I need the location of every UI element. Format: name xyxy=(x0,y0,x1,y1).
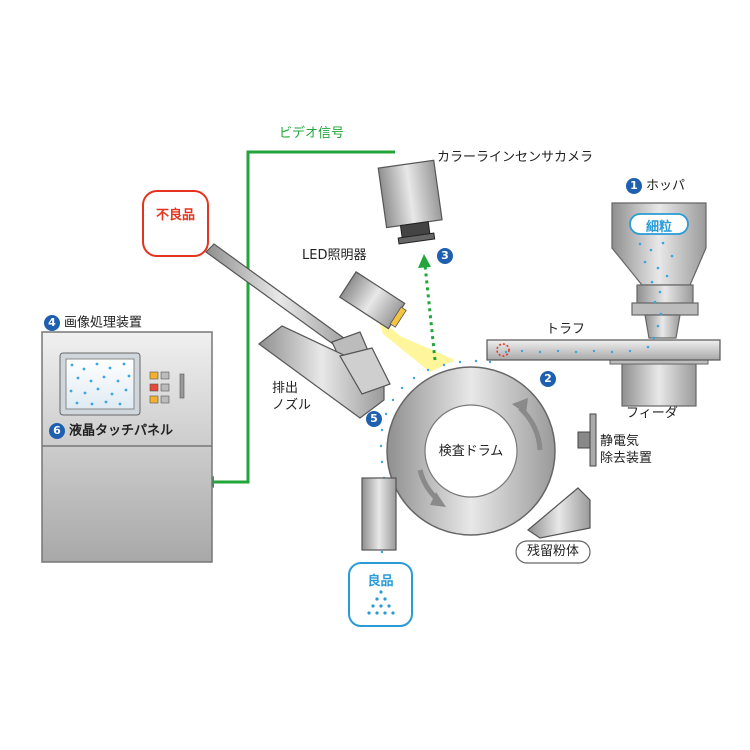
marker-2: 2 xyxy=(540,371,556,387)
hopper xyxy=(611,202,707,339)
feeder-label: フィーダ xyxy=(626,406,678,421)
screen-dots xyxy=(69,362,131,406)
static-eliminator-label: 静電気 除去装置 xyxy=(600,433,652,467)
feeder-body xyxy=(609,357,709,407)
led-light-label: LED照明器 xyxy=(302,248,367,263)
hopper-text: ホッパ xyxy=(646,178,686,194)
trough-label: トラフ xyxy=(546,322,586,337)
lcd-panel-text: 液晶タッチパネル xyxy=(69,423,174,439)
good-label: 良品 xyxy=(367,574,394,589)
led-light-body xyxy=(338,271,407,330)
residual-powder-label: 残留粉体 xyxy=(526,544,579,559)
trough xyxy=(486,339,721,361)
video-signal-line xyxy=(212,150,395,484)
marker-3: 3 xyxy=(437,248,453,264)
good-particles xyxy=(367,590,395,615)
residual-powder-box xyxy=(515,540,591,564)
marker-5: 5 xyxy=(366,411,382,427)
good-chute xyxy=(361,477,397,551)
fine-particles-label: 細粒 xyxy=(645,220,672,235)
eject-nozzle-line2: ノズル xyxy=(272,398,312,413)
camera-view-line xyxy=(423,264,437,361)
video-signal-label: ビデオ信号 xyxy=(279,126,345,141)
camera-body xyxy=(377,159,443,245)
static-eliminator xyxy=(577,413,597,467)
marker-6: 6 xyxy=(49,423,65,439)
eject-nozzle xyxy=(258,325,391,419)
inspection-drum-label: 検査ドラム xyxy=(438,444,504,459)
eject-nozzle-line1: 排出 xyxy=(272,381,299,396)
marker-4: 4 xyxy=(44,315,60,331)
eject-nozzle-label: 排出 ノズル xyxy=(272,380,311,414)
reject-label: 不良品 xyxy=(155,208,195,223)
camera-label: カラーラインセンサカメラ xyxy=(437,150,594,165)
inspection-drum xyxy=(386,366,556,536)
particle-stream xyxy=(504,241,674,354)
red-defect-marker xyxy=(496,343,510,357)
image-processor-cabinet xyxy=(41,331,213,563)
static-line1: 静電気 xyxy=(600,434,640,449)
marker-1: 1 xyxy=(626,178,642,194)
good-box xyxy=(348,562,413,627)
image-processor-text: 画像処理装置 xyxy=(64,315,143,331)
static-line2: 除去装置 xyxy=(600,451,653,466)
residual-powder-chute xyxy=(527,487,591,539)
reject-box xyxy=(142,190,209,257)
